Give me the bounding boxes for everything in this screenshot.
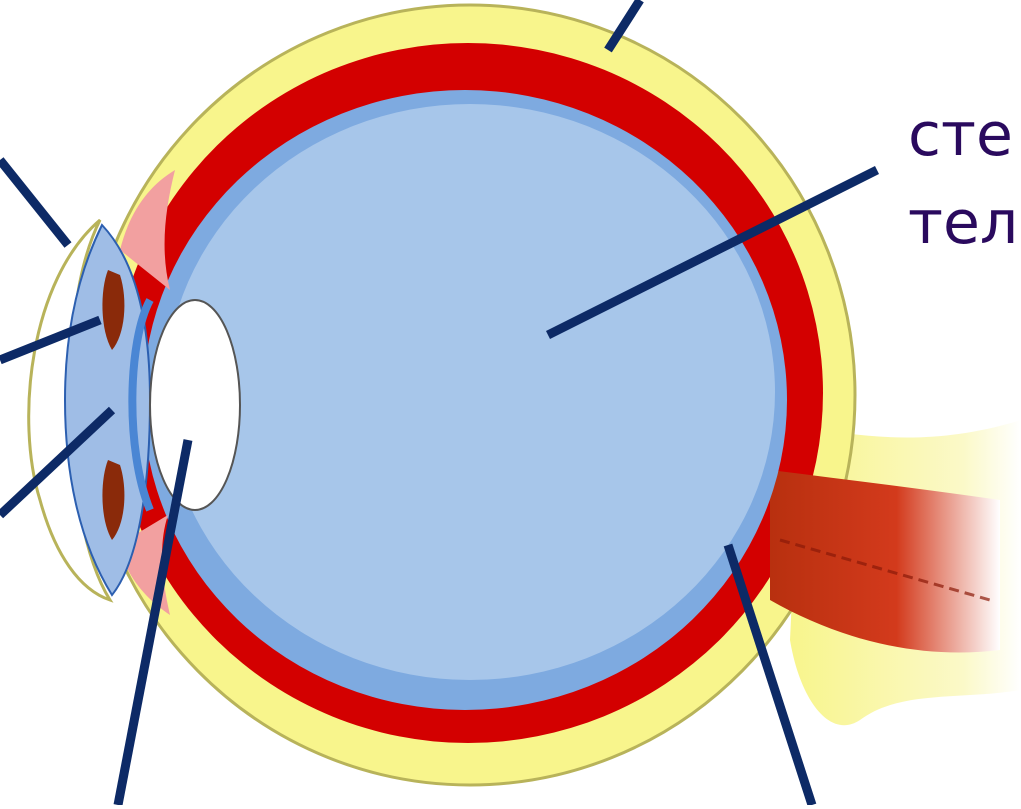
vitreous-body [165,104,775,680]
vitreous-label-line2: тел [908,188,1018,258]
leader-line-cornea [0,160,68,245]
vitreous-label-line1: сте [908,100,1013,170]
lens [150,300,240,510]
